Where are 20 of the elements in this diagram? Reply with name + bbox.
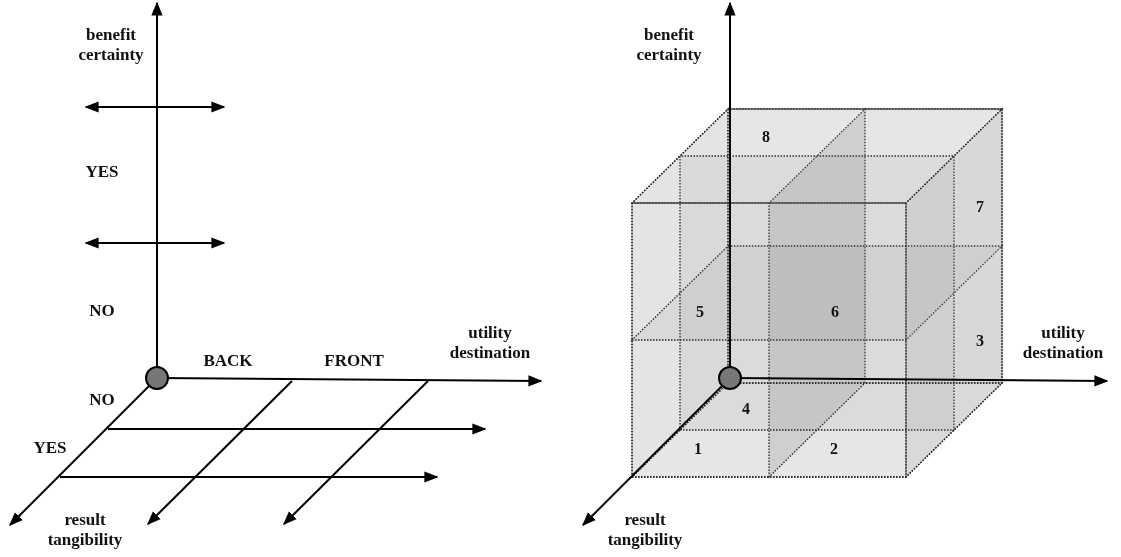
axis-value: YES (85, 161, 119, 183)
cell-number: 4 (742, 399, 750, 419)
cell-number: 7 (976, 197, 984, 217)
axis-label: utility destination (1021, 322, 1105, 364)
axis-value: BACK (203, 350, 253, 372)
cell-number: 2 (830, 439, 838, 459)
axis-value: NO (89, 389, 115, 411)
cell-number: 1 (694, 439, 702, 459)
axis-label: result tangibility (606, 509, 684, 551)
cell-number: 8 (762, 127, 770, 147)
cell-number: 3 (976, 331, 984, 351)
cell-number: 6 (831, 302, 839, 322)
cell-number: 5 (696, 302, 704, 322)
axis-value: YES (33, 437, 67, 459)
axis-label: result tangibility (46, 509, 124, 551)
axis-value: FRONT (324, 350, 384, 372)
axis-label: benefit certainty (77, 24, 145, 66)
axis-value: NO (89, 300, 115, 322)
axis-label: benefit certainty (635, 24, 703, 66)
axis-label: utility destination (448, 322, 532, 364)
